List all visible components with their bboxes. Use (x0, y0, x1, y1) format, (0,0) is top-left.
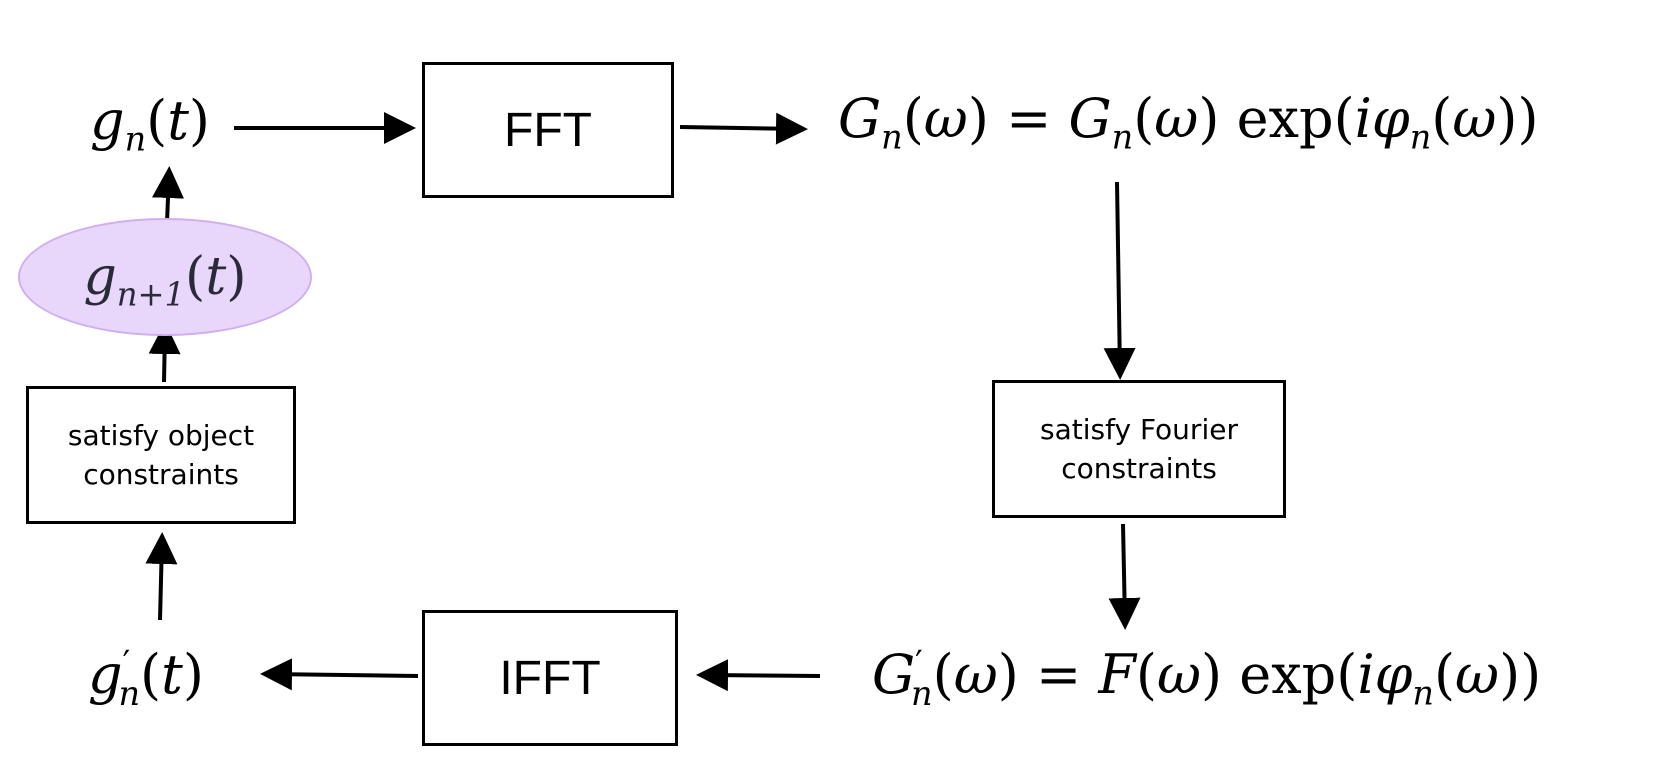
fft-label: FFT (504, 103, 592, 157)
fourier-constraints-label: satisfy Fourier constraints (1040, 412, 1238, 485)
Gn-of-omega-node: Gn(ω) = Gn(ω) exp(iφn(ω)) (838, 87, 1539, 157)
arrow-fft-to-Gn (679, 112, 808, 145)
object-constraints-label: satisfy object constraints (67, 418, 255, 491)
object-constraints-box: satisfy object constraints (26, 386, 296, 524)
arrow-gn1-to-gn (152, 166, 184, 223)
gn-prime-of-t-node: g′n(t) (88, 643, 204, 713)
ifft-label: IFFT (499, 651, 601, 705)
arrow-fourier-to-Gnprime (1108, 523, 1141, 630)
gn-of-t-node: gn(t) (90, 89, 210, 159)
fourier-constraints-box: satisfy Fourier constraints (992, 380, 1286, 518)
arrow-ifft-to-gnprime (260, 658, 419, 691)
arrow-gnprime-to-object (145, 532, 178, 621)
Gn-prime-of-omega-node: G′n(ω) = F(ω) exp(iφn(ω)) (872, 643, 1542, 713)
arrow-Gn-to-fourier (1103, 181, 1136, 380)
gn-plus-1-of-t-node: gn+1(t) (83, 247, 247, 314)
gn-plus-1-ellipse: gn+1(t) (18, 218, 312, 336)
ifft-box: IFFT (422, 610, 678, 746)
arrow-Gnprime-to-ifft (696, 659, 821, 692)
fft-box: FFT (422, 62, 674, 198)
arrow-object-to-gn1 (148, 322, 181, 383)
